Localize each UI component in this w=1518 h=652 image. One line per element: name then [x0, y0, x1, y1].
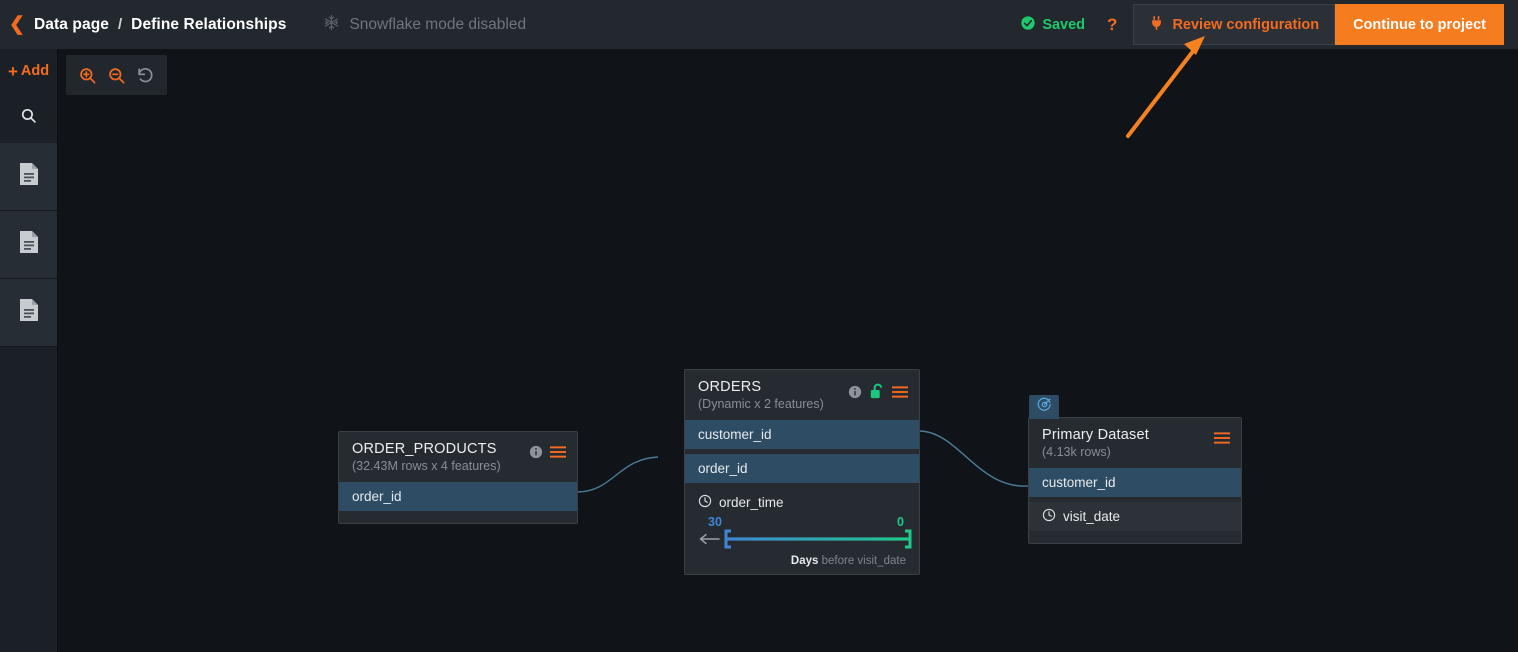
breadcrumb-current: Define Relationships [131, 15, 287, 33]
canvas-zoom-toolbar [66, 55, 167, 95]
continue-to-project-label: Continue to project [1353, 16, 1486, 33]
relationship-canvas[interactable]: ORDER_PRODUCTS (32.43M rows x 4 features… [58, 49, 1518, 652]
sidebar-item-dataset-3[interactable] [0, 279, 57, 347]
snowflake-mode-indicator: Snowflake mode disabled [323, 14, 526, 36]
field-row[interactable]: customer_id [1029, 468, 1241, 497]
status-badge-saved: Saved [1020, 15, 1085, 35]
target-icon [1037, 397, 1052, 417]
time-field-name: order_time [719, 494, 784, 510]
plug-icon [1149, 15, 1164, 35]
node-order-products[interactable]: ORDER_PRODUCTS (32.43M rows x 4 features… [338, 431, 578, 524]
reset-zoom-icon[interactable] [133, 63, 158, 88]
field-name: order_id [352, 489, 402, 504]
breadcrumb-parent[interactable]: Data page [34, 15, 109, 33]
time-min-label: 30 [708, 515, 722, 529]
time-reference-label: before visit_date [821, 555, 906, 567]
check-circle-icon [1020, 15, 1036, 35]
node-subtitle: (32.43M rows x 4 features) [352, 459, 501, 473]
snowflake-mode-label: Snowflake mode disabled [349, 15, 527, 33]
time-max-label: 0 [897, 515, 904, 529]
field-row[interactable]: visit_date [1029, 502, 1241, 531]
dataset-file-icon [19, 230, 39, 259]
clock-icon [1042, 508, 1056, 525]
time-window-control[interactable]: order_time 30 0 [685, 488, 919, 567]
help-button[interactable]: ? [1107, 14, 1118, 34]
zoom-out-icon[interactable] [104, 63, 129, 88]
add-button-label: Add [20, 63, 50, 79]
field-row[interactable]: order_id [339, 482, 577, 511]
sidebar-item-dataset-2[interactable] [0, 211, 57, 279]
time-direction-arrow-icon [698, 532, 720, 551]
info-icon[interactable] [529, 445, 543, 464]
top-bar: ❮ Data page / Define Relationships Snowf… [0, 0, 1518, 49]
menu-icon[interactable] [892, 385, 908, 404]
search-button[interactable] [0, 93, 57, 143]
node-title: ORDERS [698, 379, 762, 395]
review-configuration-button[interactable]: Review configuration [1133, 4, 1336, 45]
time-caption: Days before visit_date [698, 552, 906, 567]
clock-icon [698, 494, 712, 511]
field-name: customer_id [1042, 475, 1116, 490]
node-header: ORDERS (Dynamic x 2 features) [685, 370, 919, 420]
unlock-icon[interactable] [869, 383, 885, 405]
continue-to-project-button[interactable]: Continue to project [1335, 4, 1504, 45]
zoom-in-icon[interactable] [75, 63, 100, 88]
info-icon[interactable] [848, 385, 862, 404]
field-row[interactable]: order_id [685, 454, 919, 483]
node-primary-dataset[interactable]: Primary Dataset (4.13k rows) customer_id… [1028, 395, 1242, 544]
primary-dataset-tab [1029, 395, 1059, 419]
field-name: customer_id [698, 427, 772, 442]
sidebar-item-dataset-1[interactable] [0, 143, 57, 211]
dataset-file-icon [19, 162, 39, 191]
node-subtitle: (4.13k rows) [1042, 445, 1111, 459]
breadcrumb-separator: / [117, 16, 123, 33]
search-icon [20, 107, 37, 129]
node-orders[interactable]: ORDERS (Dynamic x 2 features) [684, 369, 920, 575]
left-sidebar: + Add [0, 49, 58, 652]
field-row[interactable]: customer_id [685, 420, 919, 449]
time-unit-label: Days [790, 555, 819, 567]
dataset-file-icon [19, 298, 39, 327]
menu-icon[interactable] [550, 445, 566, 464]
node-header: ORDER_PRODUCTS (32.43M rows x 4 features… [339, 432, 577, 482]
saved-label: Saved [1042, 16, 1086, 33]
node-subtitle: (Dynamic x 2 features) [698, 397, 824, 411]
field-name: order_id [698, 461, 748, 476]
node-title: ORDER_PRODUCTS [352, 441, 497, 457]
relationship-edges [576, 430, 1029, 493]
back-chevron-icon[interactable]: ❮ [9, 14, 25, 35]
time-range-slider[interactable] [723, 529, 913, 554]
field-name: visit_date [1063, 509, 1121, 524]
review-configuration-label: Review configuration [1172, 16, 1320, 33]
plus-icon: + [7, 61, 18, 81]
breadcrumb: Data page / Define Relationships [34, 16, 286, 34]
node-title: Primary Dataset [1042, 427, 1149, 443]
node-header: Primary Dataset (4.13k rows) [1029, 418, 1241, 468]
add-button[interactable]: + Add [0, 49, 57, 93]
snowflake-icon [323, 14, 340, 36]
menu-icon[interactable] [1214, 431, 1230, 450]
